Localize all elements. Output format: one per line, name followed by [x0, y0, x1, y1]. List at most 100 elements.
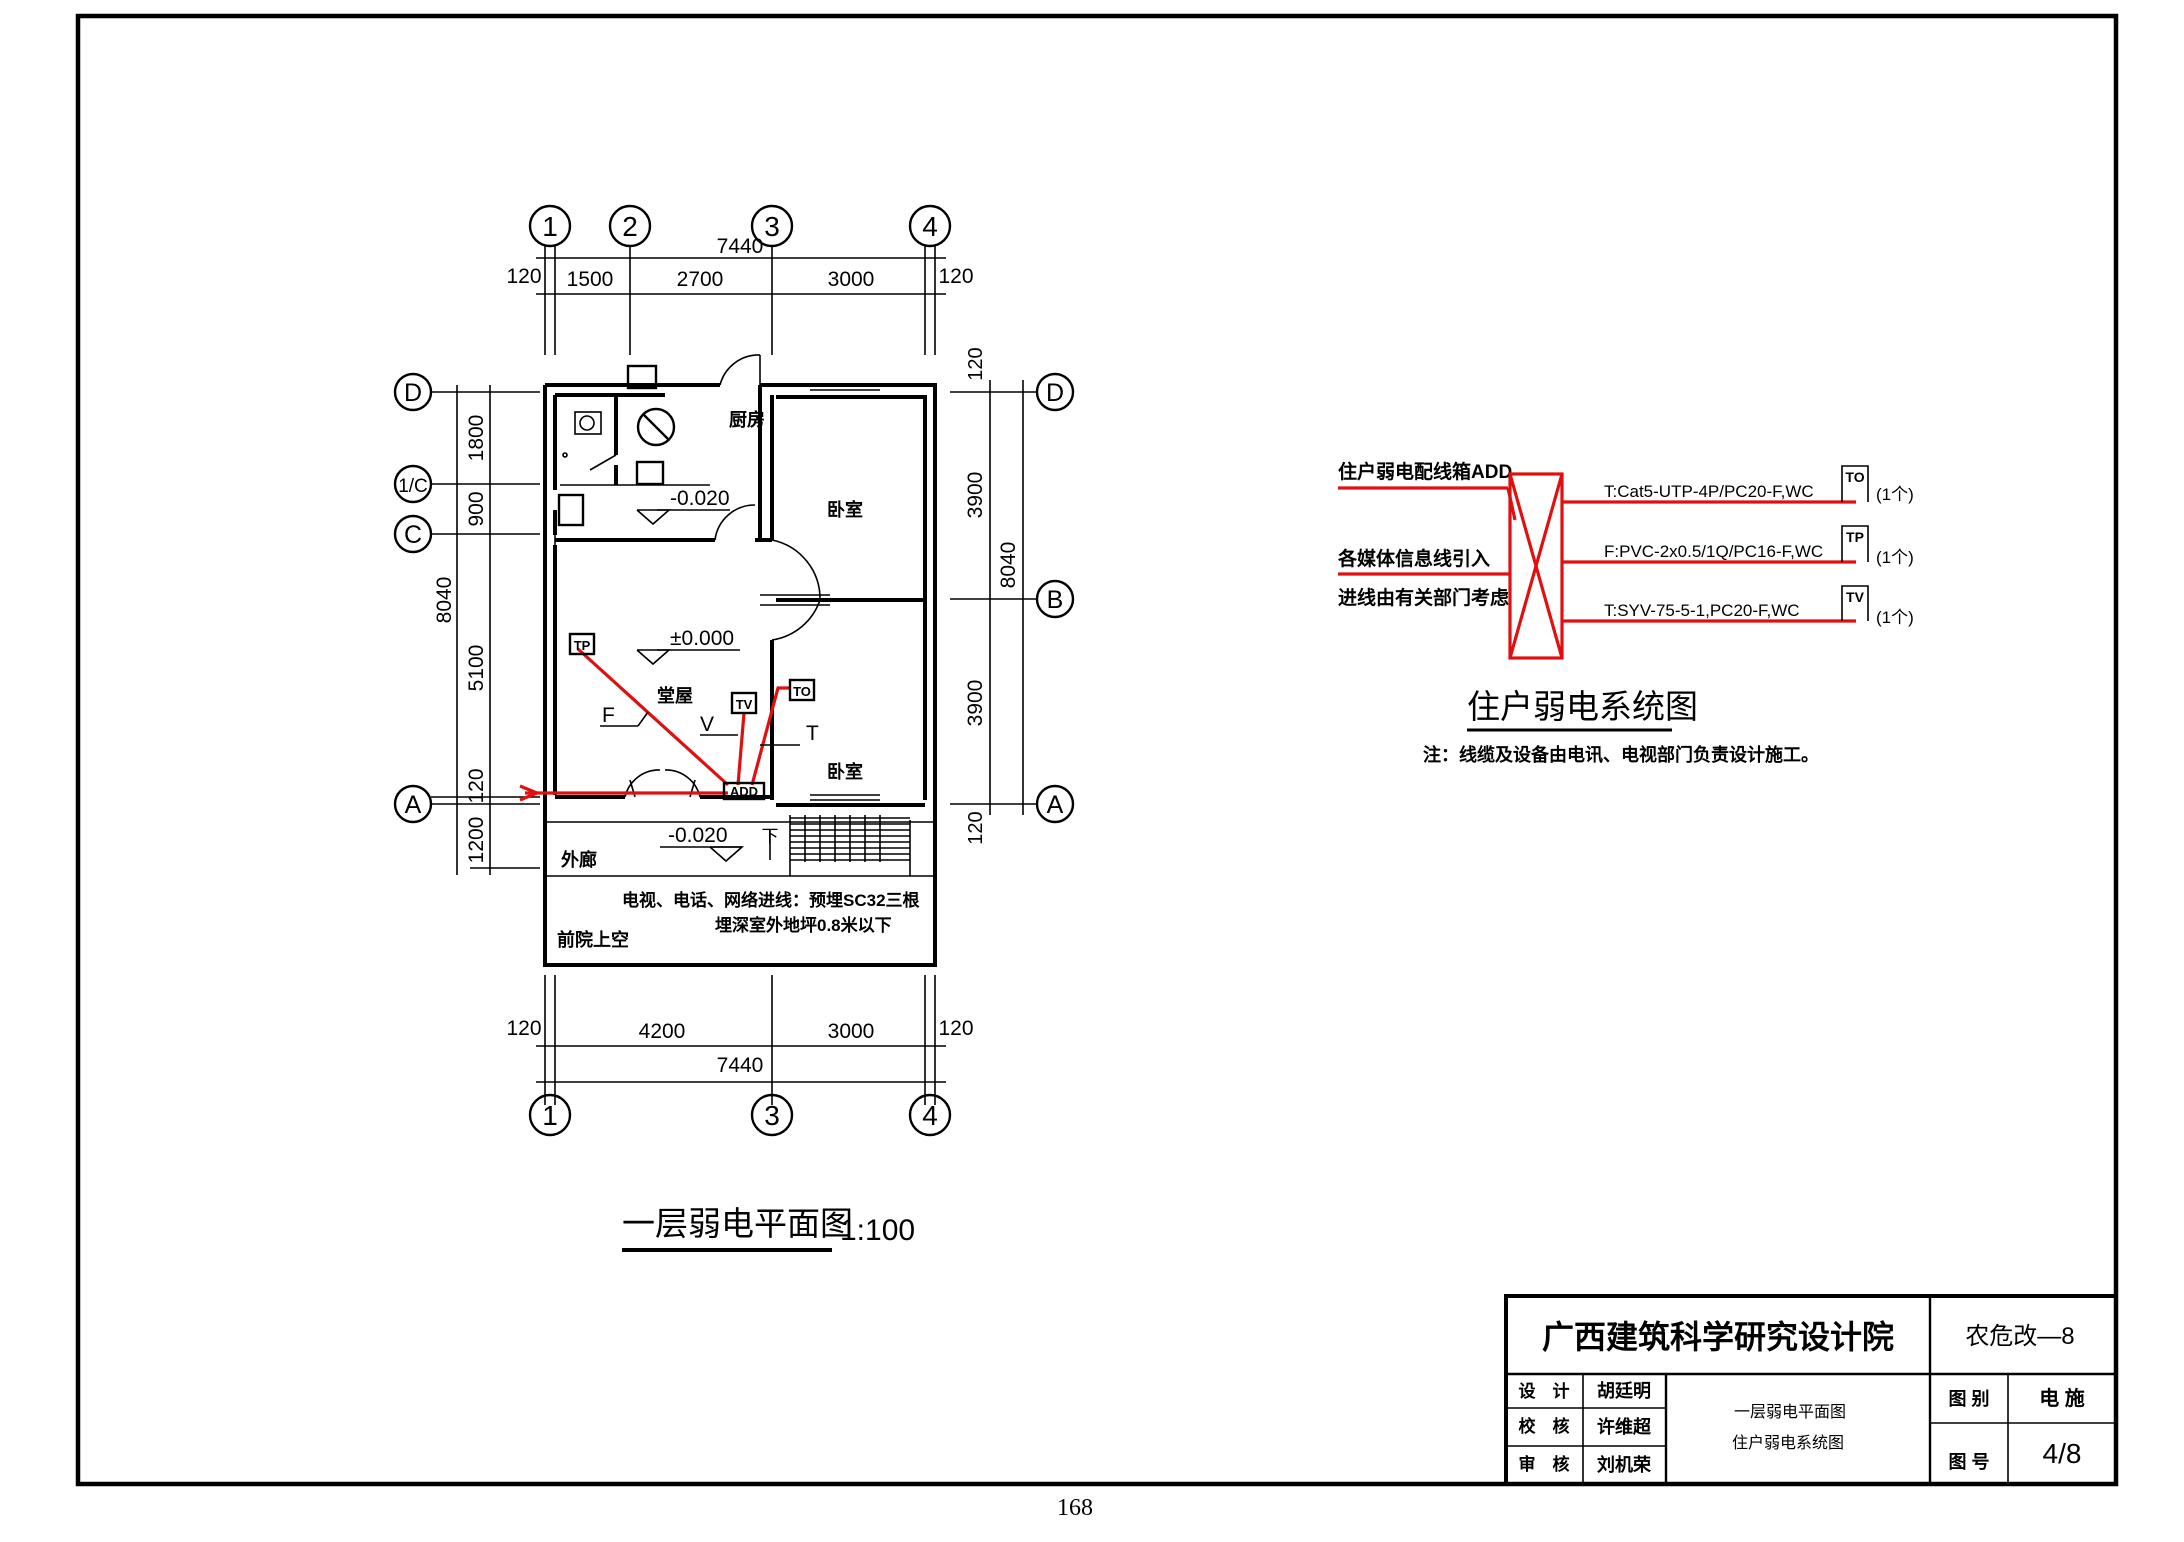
- dim-text: 3900: [964, 680, 987, 727]
- dim-text: 4200: [639, 1020, 686, 1043]
- room-hall: 堂屋: [657, 685, 693, 706]
- category-label: 图 别: [1948, 1389, 1989, 1409]
- role-design: 设 计: [1519, 1381, 1570, 1401]
- floor-plan: 1 2 3 4 7440 120 1500 2700 3000 120 D 1/…: [393, 204, 1075, 1252]
- wiring: [519, 647, 790, 802]
- stairs: 下: [762, 815, 911, 876]
- axis-label: C: [404, 521, 422, 549]
- system-outlet-label: TO: [1845, 469, 1864, 485]
- axis-bubbles-left: D 1/C C A: [393, 372, 433, 824]
- axis-label: D: [1046, 379, 1064, 407]
- system-outlet-tv: TV (1个): [1841, 585, 1914, 627]
- axis-label: B: [1047, 586, 1064, 614]
- level-marks: -0.020 ±0.000 -0.020: [636, 487, 745, 863]
- dim-text: 3900: [964, 472, 987, 519]
- stair-down-mark: 下: [762, 827, 779, 846]
- room-kitchen: 厨房: [729, 409, 765, 430]
- level-kitchen: -0.020: [670, 487, 730, 510]
- dim-text: 900: [465, 491, 488, 526]
- page-number: 168: [1057, 1495, 1093, 1521]
- system-outlet-label: TV: [1846, 589, 1865, 605]
- outlet-tp-label: TP: [574, 638, 591, 653]
- tag-v: V: [700, 713, 714, 736]
- number-label: 图 号: [1948, 1452, 1989, 1472]
- axis-label: 1: [542, 1100, 558, 1131]
- system-title: 住户弱电系统图: [1467, 688, 1698, 725]
- dim-text: 120: [938, 265, 973, 288]
- dimension-top: 7440 120 1500 2700 3000 120: [506, 235, 974, 355]
- add-box-label: ADD: [730, 784, 758, 799]
- dim-text: 1800: [465, 415, 488, 462]
- name-review: 刘机荣: [1597, 1454, 1652, 1475]
- dim-text: 120: [465, 768, 488, 803]
- role-review: 审 核: [1519, 1454, 1570, 1474]
- axis-label: 1: [542, 211, 558, 242]
- tag-t: T: [806, 722, 819, 745]
- project-code: 农危改—8: [1965, 1323, 2074, 1350]
- plan-note-line1: 电视、电话、网络进线：预埋SC32三根: [622, 890, 920, 910]
- fixtures: [557, 364, 676, 527]
- dimension-right: 120 3900 8040 3900 120: [950, 347, 1037, 845]
- dim-text: 120: [506, 265, 541, 288]
- plan-note-line2: 埋深室外地坪0.8米以下: [715, 915, 892, 935]
- dim-text: 120: [506, 1017, 541, 1040]
- outlet-to-label: TO: [793, 684, 811, 699]
- axis-label: 3: [764, 1100, 780, 1131]
- number-value: 4/8: [2043, 1438, 2082, 1469]
- room-corridor: 外廊: [561, 849, 597, 870]
- system-diagram: 住户弱电配线箱ADD 各媒体信息线引入 进线由有关部门考虑 T:Cat5-UTP…: [1337, 460, 1914, 765]
- room-bedroom-lower: 卧室: [827, 761, 863, 782]
- system-outlet-count: (1个): [1876, 548, 1914, 567]
- axis-label: 4: [922, 211, 938, 242]
- dim-text: 2700: [677, 268, 724, 291]
- dim-text: 120: [965, 347, 987, 380]
- category-value: 电 施: [2039, 1386, 2085, 1410]
- dim-text: 1200: [465, 817, 488, 864]
- axis-label: A: [1047, 791, 1064, 819]
- system-outlet-tp: TP (1个): [1841, 525, 1914, 567]
- tag-f: F: [602, 704, 615, 727]
- plan-title: 一层弱电平面图: [622, 1205, 853, 1242]
- dim-text: 120: [938, 1017, 973, 1040]
- room-courtyard: 前院上空: [557, 929, 629, 950]
- name-design: 胡廷明: [1597, 1380, 1651, 1401]
- axis-label: 1/C: [398, 476, 428, 497]
- institute-name: 广西建筑科学研究设计院: [1542, 1319, 1894, 1355]
- room-labels: 厨房 卧室 堂屋 卧室 外廊 前院上空: [557, 409, 863, 950]
- system-line2-spec: F:PVC-2x0.5/1Q/PC16-F,WC: [1604, 542, 1823, 561]
- system-outlet-label: TP: [1846, 529, 1864, 545]
- axis-label: D: [404, 379, 422, 407]
- system-note: 注：线缆及设备由电讯、电视部门负责设计施工。: [1423, 744, 1819, 765]
- dim-text: 3000: [828, 268, 875, 291]
- axis-label: A: [405, 791, 422, 819]
- drawing-name-1: 一层弱电平面图: [1734, 1403, 1846, 1421]
- system-line3-spec: T:SYV-75-5-1,PC20-F,WC: [1604, 601, 1800, 620]
- outlet-to: TO: [788, 678, 816, 702]
- dim-text: 3000: [828, 1020, 875, 1043]
- axis-label: 2: [622, 211, 638, 242]
- dim-text: 8040: [433, 577, 456, 624]
- dim-text: 5100: [465, 645, 488, 692]
- outlet-tp: TP: [568, 632, 596, 656]
- level-corridor: -0.020: [668, 824, 728, 847]
- system-outlet-count: (1个): [1876, 608, 1914, 627]
- dim-text: 8040: [997, 542, 1020, 589]
- walls: [543, 383, 937, 967]
- name-check: 许维超: [1597, 1416, 1652, 1437]
- system-outlet-to: TO (1个): [1841, 465, 1914, 504]
- system-line1-spec: T:Cat5-UTP-4P/PC20-F,WC: [1604, 482, 1814, 501]
- system-outlet-count: (1个): [1876, 485, 1914, 504]
- dimension-left: 8040 1800 900 5100 120 1200: [431, 385, 540, 875]
- distribution-box-add: ADD: [722, 781, 766, 801]
- plan-scale: 1:100: [840, 1214, 915, 1247]
- role-check: 校 核: [1519, 1416, 1570, 1436]
- system-box-label: 住户弱电配线箱ADD: [1338, 460, 1512, 483]
- axis-label: 3: [764, 211, 780, 242]
- dim-text: 7440: [717, 235, 764, 258]
- outlet-tv: TV: [730, 691, 758, 715]
- outlet-tv-label: TV: [736, 697, 753, 712]
- axis-bubbles-bottom: 1 3 4: [528, 1093, 952, 1137]
- level-hall: ±0.000: [670, 627, 734, 650]
- axis-label: 4: [922, 1100, 938, 1131]
- title-block: 广西建筑科学研究设计院 农危改—8 设 计 胡廷明 校 核 许维超 审 核 刘机…: [1504, 1294, 2118, 1486]
